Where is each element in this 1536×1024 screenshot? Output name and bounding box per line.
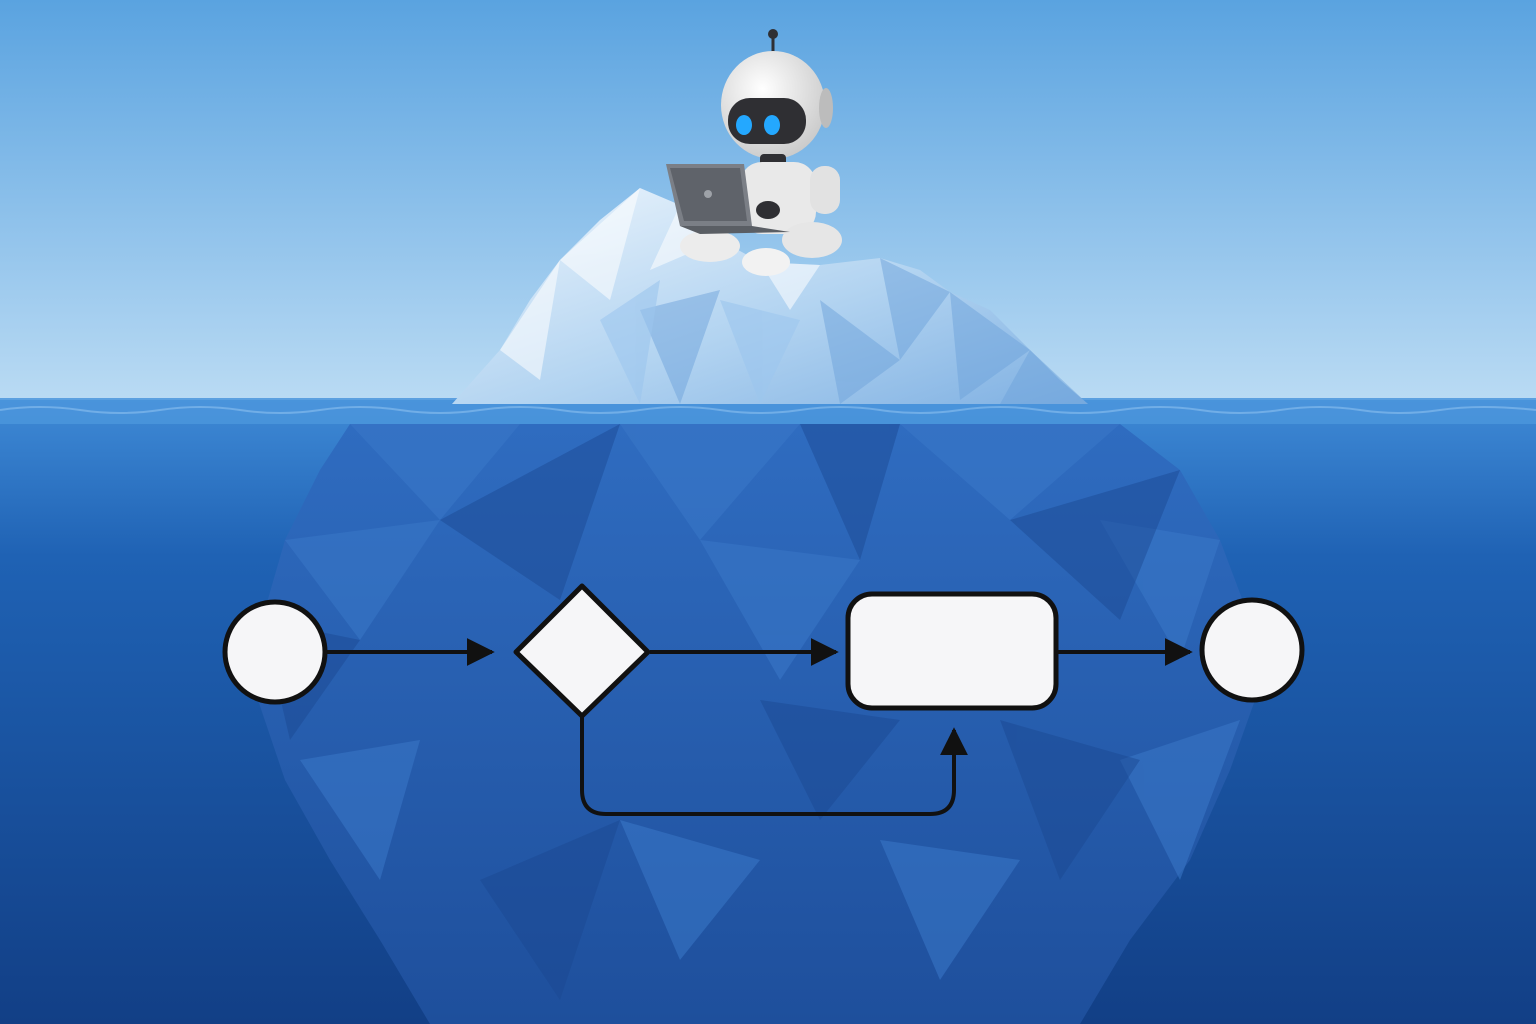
decision-gateway-icon xyxy=(513,583,651,719)
task-box-icon xyxy=(845,591,1059,711)
water-ripples xyxy=(0,406,1536,414)
flowchart xyxy=(222,583,1305,816)
arrow-decision-to-task-below xyxy=(580,716,968,816)
iceberg-tip xyxy=(452,188,1088,404)
start-event-icon xyxy=(222,599,328,705)
robot-icon xyxy=(680,29,842,276)
underwater-iceberg xyxy=(258,424,1255,1024)
end-event-icon xyxy=(1199,597,1305,703)
laptop-icon xyxy=(666,164,790,234)
